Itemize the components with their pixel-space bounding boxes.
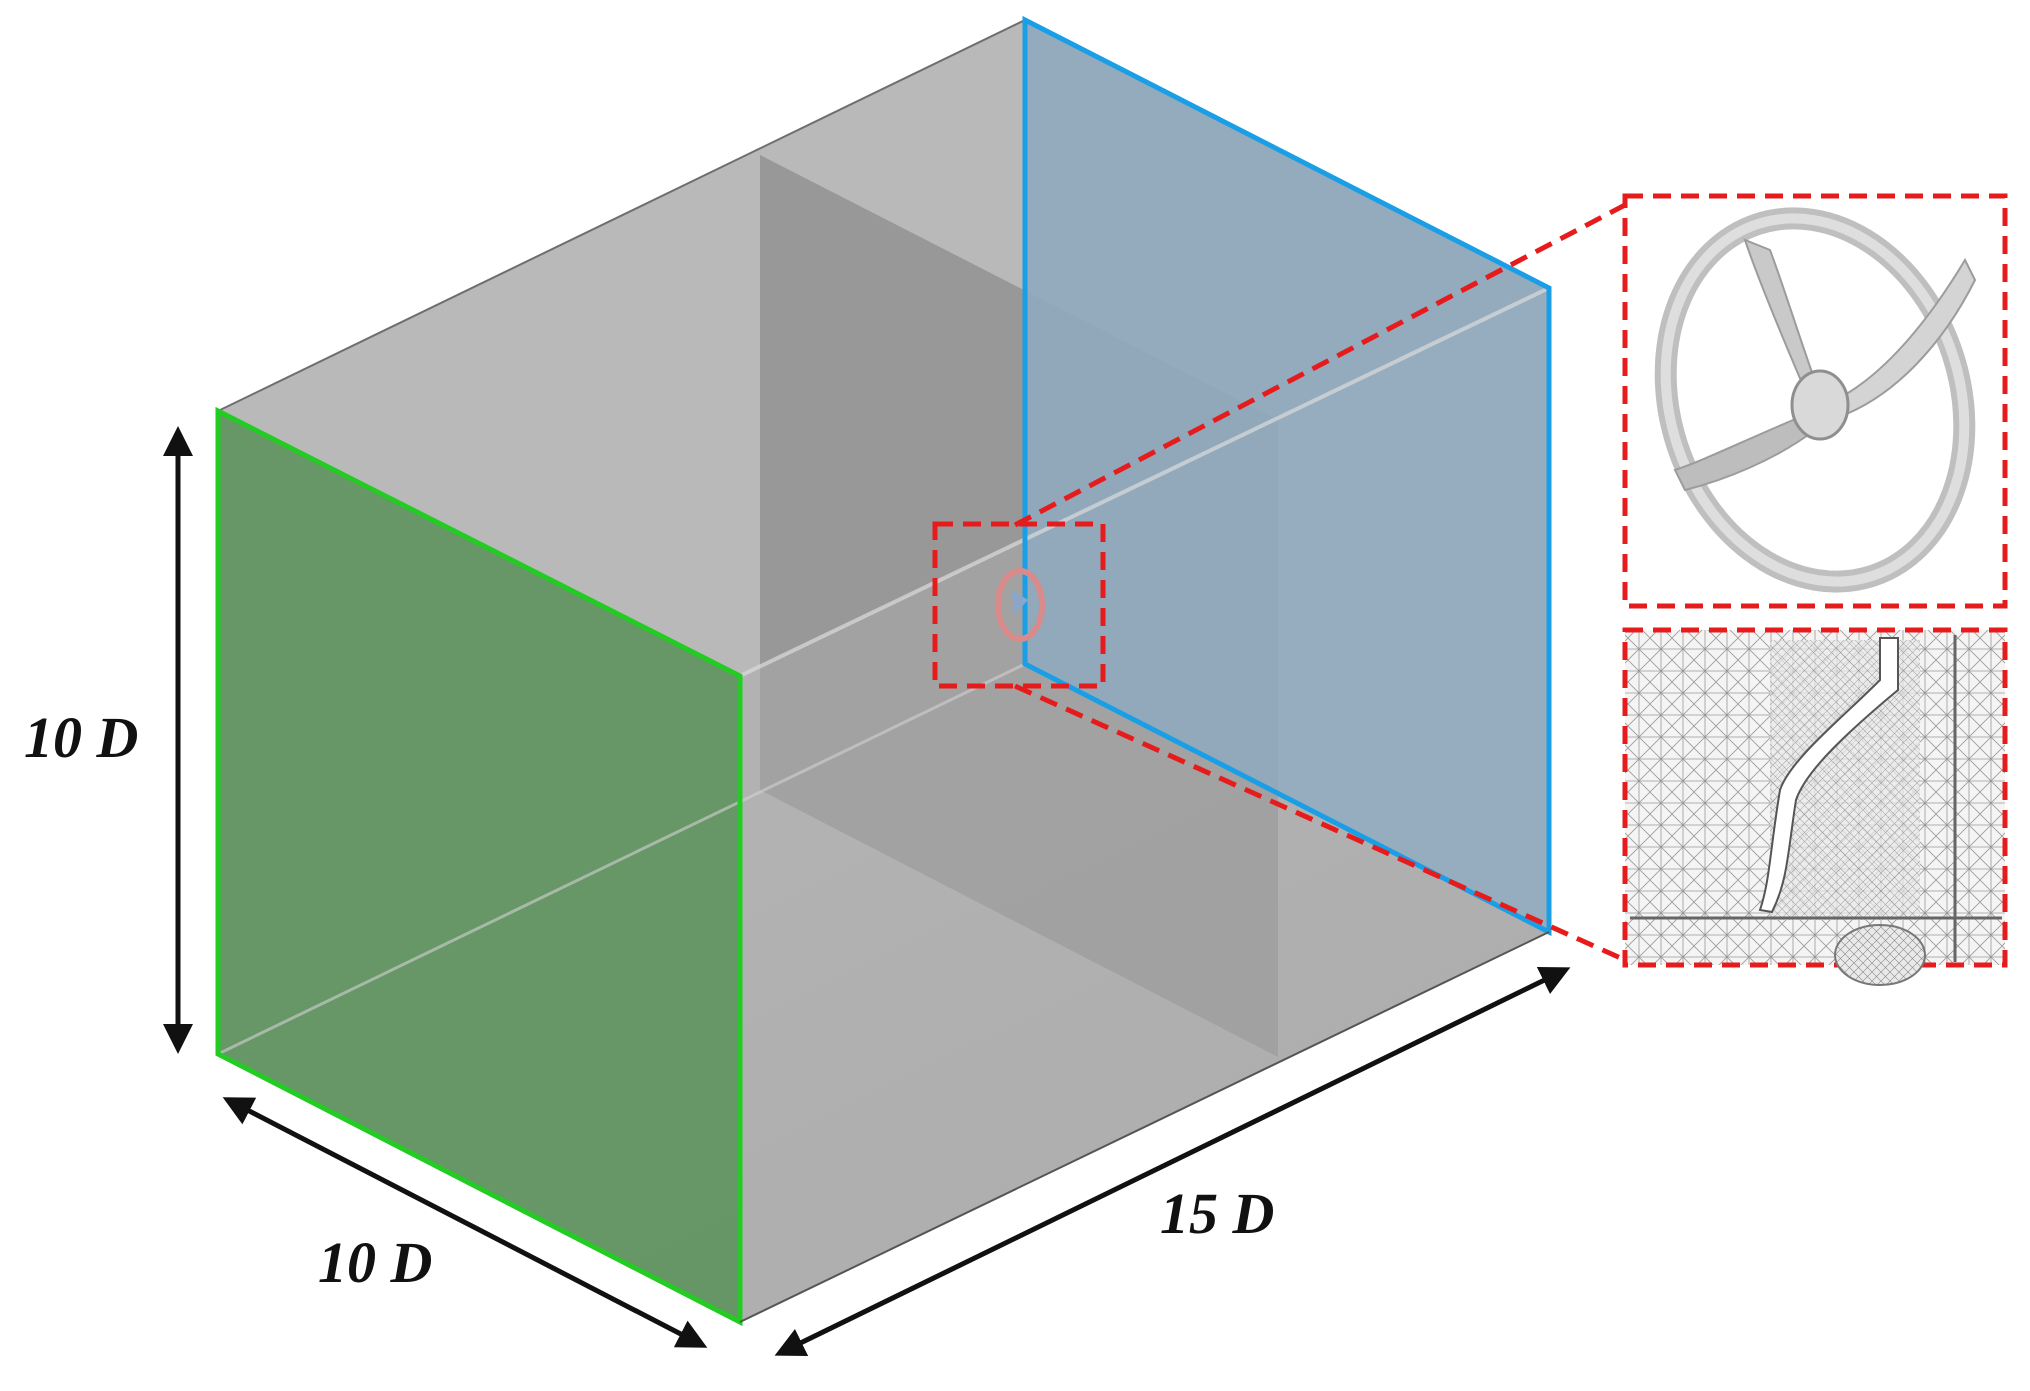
domain-box <box>215 15 1552 1327</box>
turbine-blade-1 <box>1743 238 1822 397</box>
inlet-face <box>218 411 740 1322</box>
mesh-detail-inset <box>1622 627 2008 986</box>
zoom-line-top <box>1013 202 1627 528</box>
mesh-blade-profile <box>1758 637 1899 914</box>
turbine-small <box>995 568 1045 642</box>
height-label: 10 D <box>24 705 138 770</box>
outlet-face <box>1025 20 1549 932</box>
width-arrow <box>222 1097 708 1348</box>
width-label: 10 D <box>318 1230 432 1295</box>
length-arrow <box>774 967 1571 1356</box>
floor-seam <box>217 662 1026 1056</box>
axis-seam <box>739 286 1550 678</box>
turbine-rim-front <box>1660 213 1970 587</box>
turbine-geometry-inset <box>1622 193 2008 609</box>
length-label: 15 D <box>1160 1181 1274 1246</box>
turbine-hub <box>1790 369 1850 441</box>
turbine-blade-3 <box>1673 413 1817 492</box>
zoom-indicator <box>932 202 1627 963</box>
dimension-arrows <box>163 426 1571 1356</box>
mesh-hub-region <box>1834 924 1926 986</box>
